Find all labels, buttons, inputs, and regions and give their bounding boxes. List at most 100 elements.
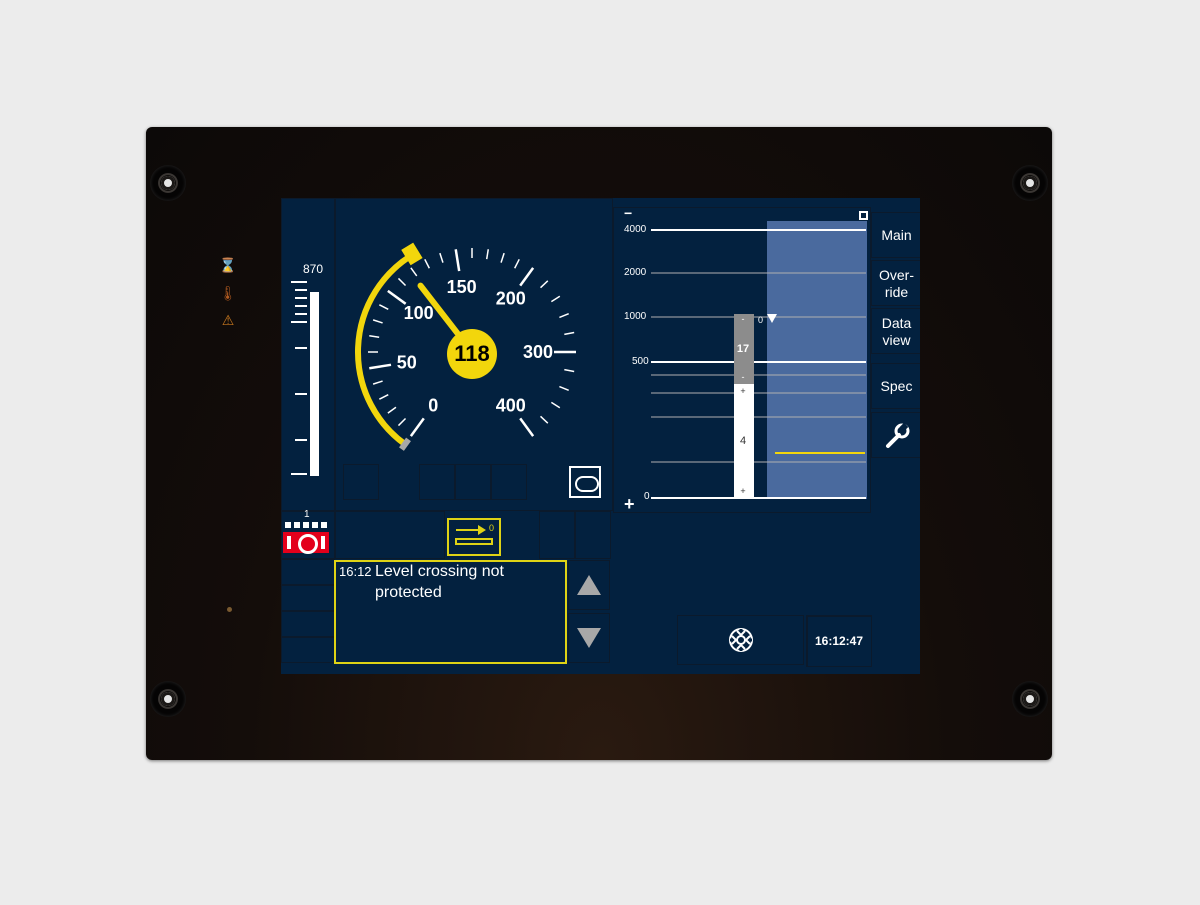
gradient-upper-sign-bottom: - <box>741 372 745 382</box>
mode-indicator[interactable]: 0 <box>447 518 501 556</box>
speed-scale-label: 300 <box>523 342 553 362</box>
info-slot <box>281 637 335 663</box>
speed-scale-label: 100 <box>404 303 434 323</box>
speed-tick <box>559 313 569 319</box>
wrench-icon <box>885 422 909 448</box>
speed-tick <box>485 249 490 260</box>
current-speed-value: 118 <box>454 341 490 366</box>
mounting-screw <box>1012 681 1048 717</box>
message-text-line1: Level crossing not <box>375 563 504 580</box>
speedometer: 0 50 100 150 200 300 400 <box>355 242 576 451</box>
speed-scale-label: 150 <box>447 277 477 297</box>
hourglass-icon: ⌛ <box>219 257 237 273</box>
zoom-out-button[interactable]: − <box>624 205 633 221</box>
speed-tick <box>369 363 392 370</box>
speed-target-marker-label: 0 <box>758 315 764 325</box>
gradient-lower-value: 4 <box>739 435 747 447</box>
speed-tick <box>550 295 561 303</box>
gradient-lower-sign-top: + <box>740 386 746 396</box>
planning-distance-2000: 2000 <box>624 267 647 278</box>
info-slot <box>281 611 335 637</box>
target-distance-panel <box>281 198 335 511</box>
planning-distance-0: 0 <box>644 491 650 502</box>
zoom-in-button[interactable]: + <box>624 494 635 514</box>
mounting-screw <box>1012 165 1048 201</box>
speed-tick <box>564 368 575 373</box>
speed-tick <box>387 289 407 305</box>
speed-tick <box>559 385 569 391</box>
speed-profile-shade <box>767 221 867 499</box>
speed-tick <box>387 406 397 414</box>
system-clock: 16:12:47 <box>806 615 872 667</box>
speed-tick <box>410 267 418 277</box>
radio-network-icon <box>728 628 753 652</box>
speed-tick <box>550 401 561 409</box>
speed-tick <box>564 331 575 336</box>
message-text-line2: protected <box>375 584 442 601</box>
gradient-lower-sign-bottom: + <box>740 486 746 496</box>
thermometer-icon: 🌡 <box>219 285 237 301</box>
status-slot <box>491 464 527 500</box>
current-speed-display: 118 <box>447 329 497 379</box>
status-slot <box>343 464 379 500</box>
level-crossing-icon <box>283 519 329 555</box>
gradient-block-downhill <box>734 314 754 384</box>
scroll-up-button[interactable] <box>568 560 610 610</box>
sensor-dot <box>227 607 232 612</box>
speed-tick <box>397 277 407 287</box>
speed-scale-label: 400 <box>496 395 526 415</box>
target-distance-bar <box>291 281 319 476</box>
speed-tick <box>372 380 383 385</box>
warning-icon: ⚠ <box>221 312 235 328</box>
settings-button[interactable] <box>871 412 920 458</box>
zero-speed-stub <box>399 437 411 451</box>
network-status-button[interactable] <box>677 615 804 665</box>
level-panel <box>281 511 335 559</box>
permitted-speed-hook <box>401 242 423 266</box>
info-slot <box>281 585 335 611</box>
gradient-upper-sign-top: - <box>741 314 745 324</box>
mounting-screw <box>150 165 186 201</box>
speed-needle <box>417 282 461 337</box>
permitted-speed-arc <box>355 252 415 447</box>
system-clock-value: 16:12:47 <box>814 634 864 648</box>
speed-scale-label: 0 <box>428 395 438 415</box>
status-slot <box>455 464 491 500</box>
info-slot <box>281 559 335 585</box>
speed-tick <box>439 252 444 263</box>
planning-distance-4000: 4000 <box>624 224 647 235</box>
speed-tick <box>369 334 380 339</box>
mode-indicator-label: 0 <box>488 523 494 533</box>
speed-scale-label: 200 <box>496 289 526 309</box>
planning-distance-500: 500 <box>632 356 649 367</box>
override-button[interactable]: Over-ride <box>871 260 920 306</box>
mode-full-supervision-icon[interactable] <box>569 466 601 498</box>
speed-tick <box>500 252 505 263</box>
special-button[interactable]: Spec <box>871 363 920 409</box>
supplementary-slot <box>575 511 611 559</box>
speed-tick <box>454 249 461 272</box>
supplementary-panel <box>335 511 445 559</box>
status-slot <box>419 464 455 500</box>
speed-tick <box>540 415 549 424</box>
gradient-block-uphill <box>734 384 754 498</box>
planning-scroll-handle[interactable] <box>859 211 868 220</box>
target-distance-label: 870 <box>303 262 324 276</box>
level-number: 1 <box>304 509 310 520</box>
main-button[interactable]: Main <box>871 212 920 258</box>
scroll-down-button[interactable] <box>568 613 610 663</box>
speed-tick <box>540 280 549 289</box>
speed-tick <box>514 258 520 269</box>
speed-tick <box>424 258 430 269</box>
speed-tick <box>378 304 389 310</box>
speed-tick <box>372 319 383 324</box>
speed-scale-label: 50 <box>397 352 417 372</box>
speed-dial-panel <box>335 198 613 511</box>
speed-tick <box>397 417 407 427</box>
speed-tick <box>519 417 535 437</box>
speed-tick <box>519 267 535 287</box>
message-time: 16:12 <box>339 564 372 579</box>
text-message-area[interactable]: 16:12 Level crossing not protected <box>334 560 567 664</box>
